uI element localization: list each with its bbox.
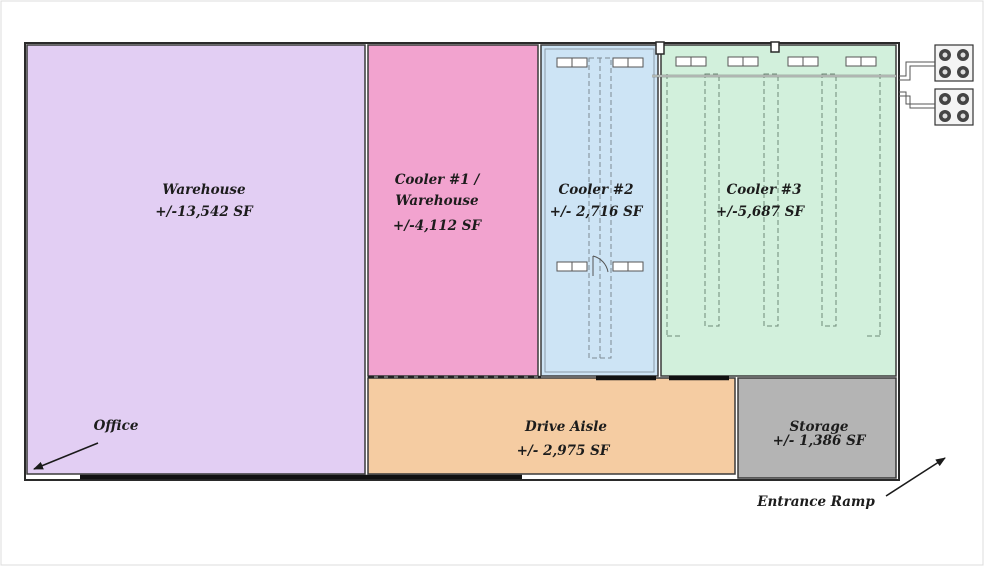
condenser-units	[899, 44, 974, 126]
drive-aisle-area-label: +/- 2,975 SF	[517, 443, 611, 459]
cooler-2-name: Cooler #2	[559, 182, 634, 198]
cooler-3-evaporator-units	[675, 56, 877, 67]
entrance-ramp-annotation: Entrance Ramp	[756, 457, 946, 510]
cooler-3-area-label: +/-5,687 SF	[716, 204, 806, 220]
cooler-2-racking	[588, 57, 612, 359]
office-annotation: Office	[33, 418, 139, 470]
cooler-2-evaporator-units	[556, 57, 644, 272]
cooler-2-inner-outline	[544, 48, 655, 373]
overhead-doors	[80, 375, 729, 480]
cooler-1-name-line1: Cooler #1 /	[395, 172, 482, 188]
entrance-ramp-arrow	[885, 457, 946, 497]
cooler-3-name: Cooler #3	[727, 182, 802, 198]
warehouse-area-label: +/-13,542 SF	[155, 204, 254, 220]
cooler-2-area-label: +/- 2,716 SF	[550, 204, 644, 220]
condenser-unit-bottom	[934, 88, 974, 126]
room-drive-aisle: Drive Aisle +/- 2,975 SF	[367, 377, 736, 475]
room-warehouse: Warehouse +/-13,542 SF	[26, 44, 366, 475]
condenser-unit-top	[934, 44, 974, 82]
room-storage: Storage +/- 1,386 SF	[737, 377, 897, 479]
office-arrow	[33, 442, 99, 470]
warehouse-name: Warehouse	[162, 182, 246, 198]
drive-aisle-name: Drive Aisle	[524, 419, 607, 435]
storage-area	[737, 377, 897, 479]
office-label: Office	[94, 418, 139, 434]
wall-notches	[655, 41, 780, 55]
drive-aisle-area	[367, 377, 736, 475]
room-cooler-3: Cooler #3 +/-5,687 SF	[652, 44, 897, 377]
storage-area-label: +/- 1,386 SF	[773, 433, 867, 449]
cooler-1-area	[367, 44, 539, 377]
cooler-3-racking	[666, 73, 881, 337]
warehouse-area	[26, 44, 366, 475]
entrance-ramp-label: Entrance Ramp	[756, 494, 875, 510]
room-cooler-2: Cooler #2 +/- 2,716 SF	[540, 44, 659, 377]
cooler-2-door-swing	[592, 255, 609, 276]
storage-name: Storage	[790, 419, 849, 435]
cooler-1-area-label: +/-4,112 SF	[393, 218, 483, 234]
room-cooler-1: Cooler #1 / Warehouse +/-4,112 SF	[367, 44, 539, 377]
cooler-1-name-line2: Warehouse	[395, 193, 479, 209]
condenser-piping	[899, 61, 935, 109]
